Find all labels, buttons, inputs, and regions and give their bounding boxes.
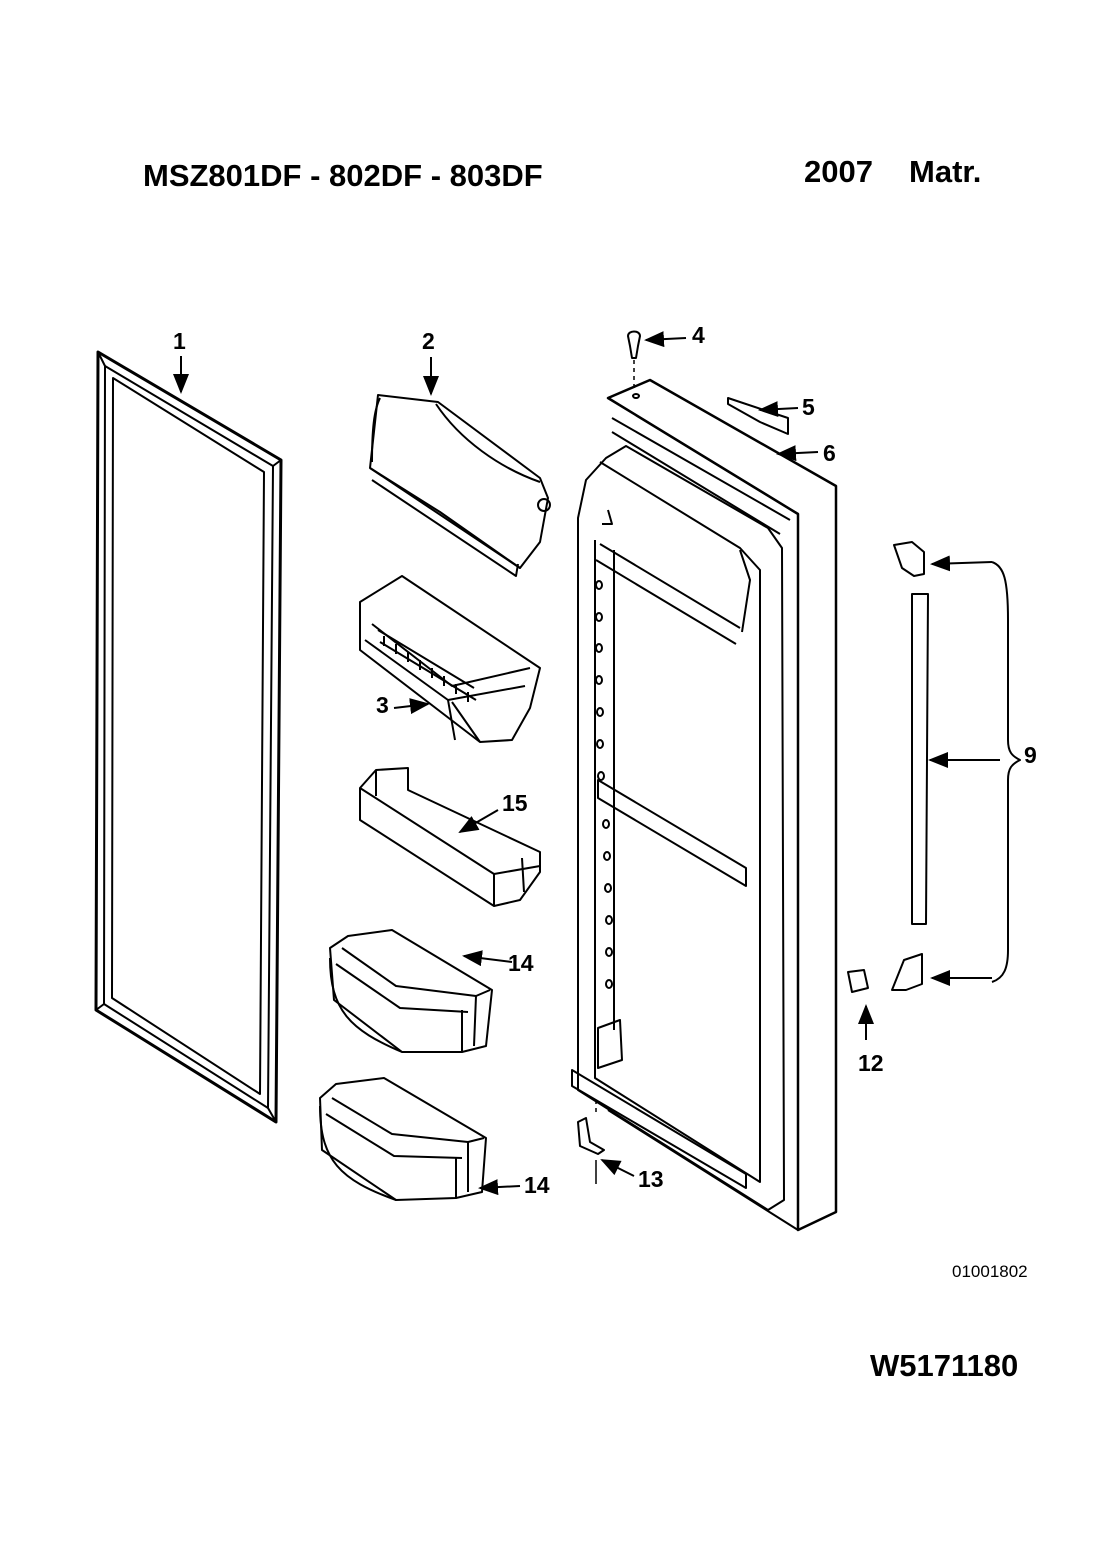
refrigerator-door-part	[571, 378, 838, 1232]
clip-part	[847, 969, 869, 993]
document-id: W5171180	[870, 1348, 1019, 1383]
part-label-5: 5	[802, 394, 815, 420]
hinge-pin-part	[627, 330, 641, 399]
part-label-6: 6	[823, 440, 836, 466]
group-brace	[991, 561, 1021, 983]
part-label-14-upper: 14	[508, 950, 534, 976]
dairy-cover-part	[369, 394, 551, 577]
part-label-2: 2	[422, 328, 435, 354]
drawing-code: 01001802	[952, 1262, 1028, 1281]
bottom-hinge-part	[577, 1100, 605, 1184]
part-label-9: 9	[1024, 742, 1037, 768]
door-gasket-part	[94, 350, 283, 1124]
door-bin-lower-part	[319, 1077, 487, 1201]
handle-assembly-part	[891, 541, 929, 991]
year-label: 2007	[804, 154, 873, 189]
part-label-3: 3	[376, 692, 389, 718]
part-label-4: 4	[692, 322, 705, 348]
part-label-15: 15	[502, 790, 528, 816]
models-title: MSZ801DF - 802DF - 803DF	[143, 158, 543, 193]
part-label-13: 13	[638, 1166, 664, 1192]
part-label-1: 1	[173, 328, 186, 354]
matr-label: Matr.	[909, 154, 982, 189]
door-bin-part	[359, 575, 541, 743]
door-shelf-part	[359, 767, 541, 907]
door-bin-upper-part	[329, 929, 493, 1053]
part-label-14-lower: 14	[524, 1172, 550, 1198]
part-label-12: 12	[858, 1050, 884, 1076]
